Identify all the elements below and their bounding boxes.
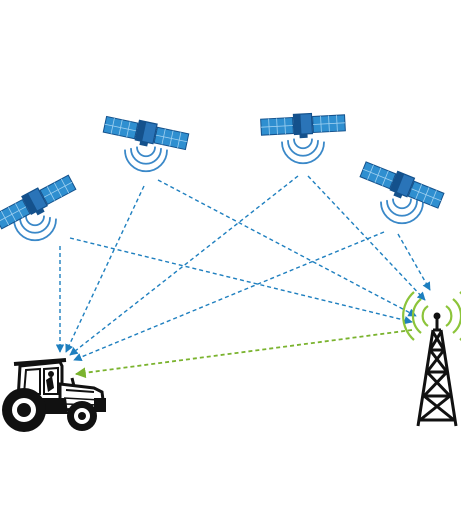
signal-links — [55, 175, 431, 379]
satellite-icon — [260, 112, 346, 139]
satellite-icon — [102, 115, 190, 151]
satellite-signal-waves — [380, 198, 424, 225]
tractor-icon — [2, 358, 106, 432]
satellite-link-6 — [307, 175, 426, 301]
satellite-link-3 — [65, 185, 145, 353]
tower-signal-waves — [402, 291, 461, 341]
satellite-link-4 — [157, 179, 417, 317]
satellite-2 — [102, 115, 190, 173]
satellite-link-2 — [69, 237, 413, 325]
satellite-3 — [260, 112, 346, 165]
satellite-link-8 — [397, 233, 431, 291]
satellite-icon — [0, 174, 77, 230]
satellite-icon — [359, 161, 445, 209]
satellite-4 — [359, 161, 445, 225]
satellite-1 — [0, 174, 77, 242]
satellites — [0, 112, 445, 242]
satellite-signal-waves — [13, 215, 57, 242]
satellite-link-7 — [73, 231, 385, 361]
satellite-signal-waves — [281, 138, 325, 165]
satellite-signal-waves — [124, 146, 168, 173]
satellite-link-5 — [69, 175, 299, 356]
correction-link — [74, 329, 413, 379]
radio-tower-icon — [402, 291, 461, 427]
